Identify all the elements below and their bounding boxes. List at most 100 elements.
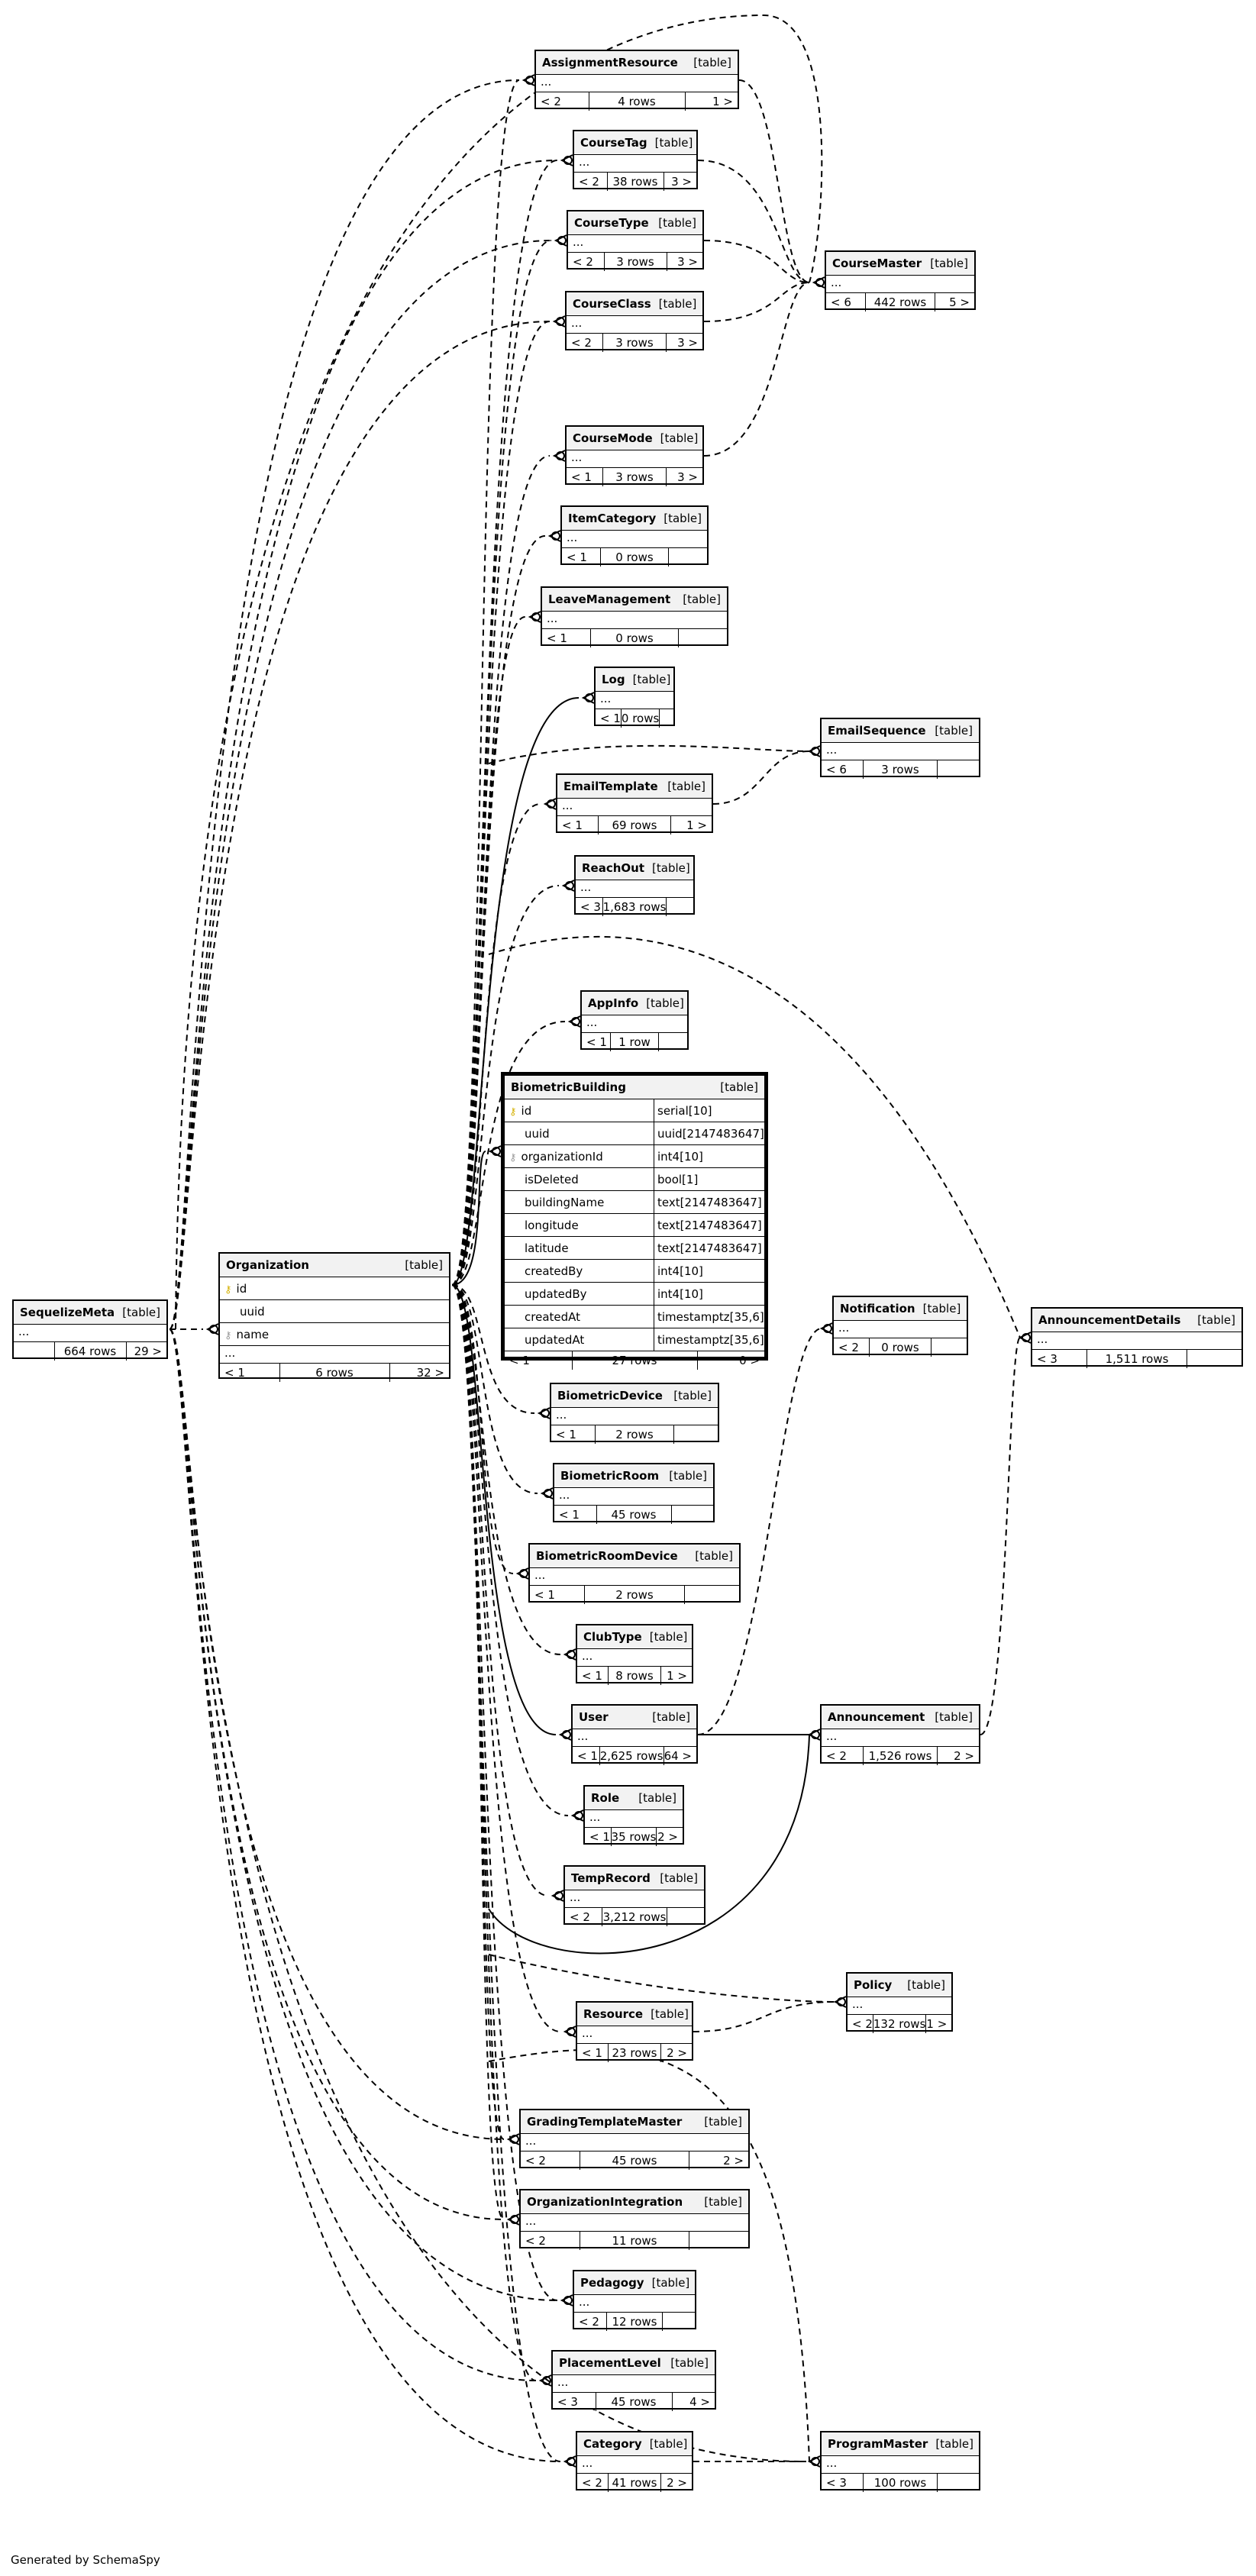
children-count[interactable]	[684, 1586, 739, 1604]
children-count[interactable]: 1 >	[684, 92, 738, 111]
children-count[interactable]	[670, 1506, 714, 1524]
parents-count[interactable]: < 1	[582, 1669, 602, 1683]
children-count[interactable]: 32 >	[389, 1364, 450, 1382]
children-count[interactable]	[658, 1033, 687, 1051]
parents-count[interactable]: < 1	[556, 1428, 576, 1441]
children-count[interactable]	[689, 2232, 748, 2250]
children-count[interactable]: 5 >	[935, 293, 974, 312]
parents-count[interactable]: < 1	[559, 1508, 580, 1522]
parents-count[interactable]: < 1	[577, 1749, 598, 1763]
parents-count[interactable]: < 1	[567, 550, 587, 564]
children-count[interactable]: 2 >	[689, 2152, 748, 2170]
children-count[interactable]: 2 >	[937, 1747, 979, 1765]
parents-count[interactable]: < 6	[826, 763, 847, 776]
parents-count[interactable]: < 1	[547, 631, 567, 645]
children-count[interactable]: 1 >	[660, 1667, 692, 1685]
column-row[interactable]: ⚷id	[220, 1277, 449, 1300]
children-count[interactable]: 3 >	[666, 468, 702, 486]
parents-count[interactable]: < 2	[582, 2476, 602, 2490]
children-count[interactable]: 29 >	[125, 1342, 167, 1361]
children-count[interactable]: 64 >	[663, 1747, 696, 1765]
children-count[interactable]: 1 >	[925, 2015, 951, 2033]
children-count[interactable]	[668, 548, 707, 567]
parents-count[interactable]: < 2	[573, 255, 593, 269]
children-count[interactable]: 2 >	[660, 2044, 692, 2062]
children-count[interactable]	[659, 709, 673, 728]
parents-count[interactable]: < 1	[562, 818, 583, 832]
parents-count[interactable]	[14, 1342, 54, 1361]
parents-count[interactable]: < 2	[579, 175, 599, 189]
column-row[interactable]: uuid	[220, 1300, 449, 1323]
parents-count[interactable]: < 2	[571, 336, 592, 350]
parents-count[interactable]: < 1	[534, 1588, 555, 1602]
children-count[interactable]: 1 >	[670, 816, 712, 834]
parents-count[interactable]: < 3	[1037, 1352, 1057, 1366]
children-count[interactable]: 3 >	[663, 173, 697, 191]
children-count[interactable]	[662, 2313, 695, 2331]
children-count[interactable]	[937, 2474, 979, 2492]
parents-count[interactable]: < 1	[586, 1035, 607, 1049]
children-count[interactable]: 3 >	[666, 334, 702, 352]
parents-count[interactable]: < 1	[589, 1830, 610, 1844]
children-count[interactable]: 0 >	[696, 1351, 765, 1370]
children-count[interactable]	[673, 1425, 718, 1444]
parents-count[interactable]: < 3	[826, 2476, 847, 2490]
column-row[interactable]: ⚷name	[220, 1323, 449, 1346]
parents-count[interactable]: < 1	[600, 712, 621, 725]
children-count[interactable]: 2 >	[660, 2474, 692, 2492]
children-count[interactable]	[1187, 1350, 1241, 1368]
parents-count[interactable]: < 3	[580, 900, 601, 914]
parents-count[interactable]: < 2	[852, 2017, 873, 2031]
children-count[interactable]	[937, 760, 979, 779]
parents-count[interactable]: < 2	[838, 1341, 859, 1354]
children-count[interactable]: 2 >	[656, 1828, 683, 1846]
parents-count[interactable]: < 2	[826, 1749, 847, 1763]
parents-count[interactable]: < 2	[541, 95, 561, 108]
parents-count[interactable]: < 2	[570, 1910, 590, 1924]
children-count[interactable]: 3 >	[666, 253, 703, 271]
children-count[interactable]	[667, 1908, 704, 1926]
parents-count[interactable]: < 2	[525, 2154, 546, 2168]
parents-count[interactable]: < 2	[525, 2234, 546, 2248]
parents-count[interactable]: < 1	[582, 2046, 602, 2060]
children-count[interactable]	[931, 1338, 967, 1357]
children-count[interactable]	[678, 629, 727, 647]
children-count[interactable]	[666, 898, 693, 916]
parents-count[interactable]: < 1	[509, 1354, 530, 1367]
